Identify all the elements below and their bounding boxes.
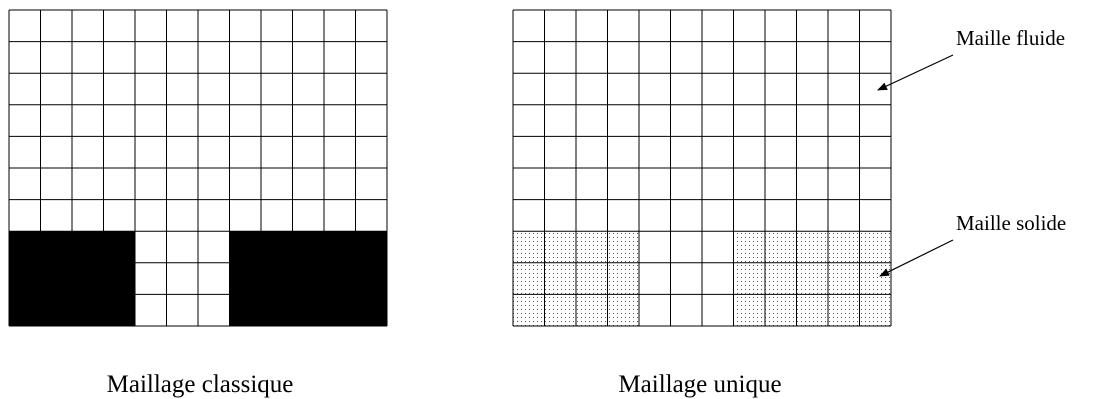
- unique-dotted-solid-cells: [513, 231, 891, 326]
- solid-cell-arrow: [879, 239, 954, 277]
- unique-grid: [512, 9, 892, 327]
- classic-mesh-diagram: Maillage classique: [8, 9, 388, 398]
- unique-mesh-caption: Maillage unique: [618, 371, 781, 398]
- fluid-cell-arrow: [877, 54, 954, 91]
- classic-mesh-caption: Maillage classique: [107, 371, 294, 398]
- fluid-cell-annotation: Maille fluide: [877, 26, 1065, 91]
- unique-mesh-diagram: Maillage unique: [512, 9, 892, 398]
- classic-solid-block: [229, 231, 387, 326]
- solid-cell-label: Maille solide: [956, 211, 1066, 235]
- unique-dotted-block: [733, 231, 891, 326]
- solid-cell-annotation: Maille solide: [879, 211, 1066, 277]
- fluid-cell-label: Maille fluide: [956, 26, 1065, 50]
- classic-grid: [8, 9, 388, 327]
